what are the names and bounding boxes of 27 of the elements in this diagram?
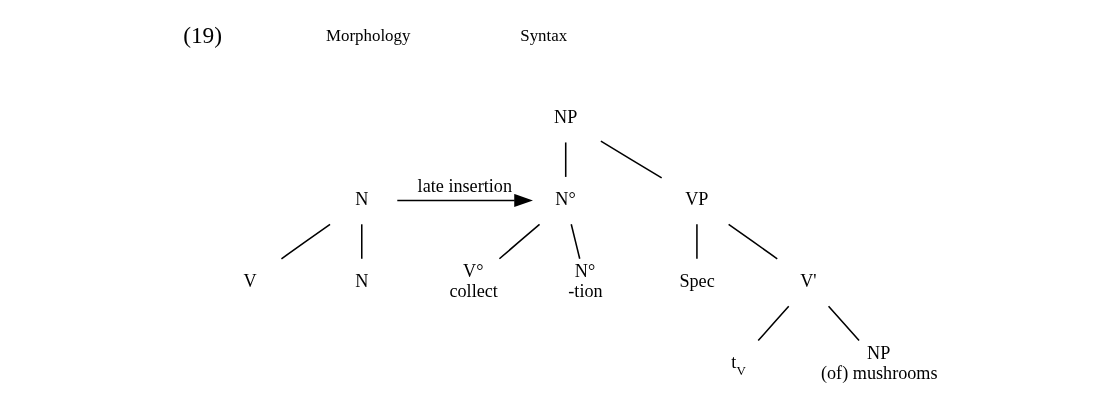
edge-label: late insertion <box>417 175 512 196</box>
connector <box>564 141 567 178</box>
connector <box>570 223 581 260</box>
label: Morphology <box>326 26 411 46</box>
node-text: VP <box>685 189 709 210</box>
label: (19) <box>183 21 223 48</box>
node-text: V° collect <box>449 261 498 301</box>
connector <box>757 305 790 342</box>
node-text: N° <box>555 189 576 210</box>
connector <box>600 140 663 179</box>
node-text: N <box>355 189 369 210</box>
connector <box>361 223 363 260</box>
connector <box>280 223 331 260</box>
connector <box>498 223 541 260</box>
node-text: V <box>243 271 257 292</box>
connector <box>827 305 860 342</box>
node-text: NP (of) mushrooms <box>820 343 938 383</box>
connector <box>727 223 778 260</box>
node-text: V' <box>800 271 817 292</box>
connector <box>696 223 698 260</box>
node-text: N <box>355 271 369 292</box>
arrow <box>396 193 533 208</box>
node-text: t$_{V}$ <box>731 351 746 379</box>
node-text: Spec <box>679 271 715 292</box>
label: Syntax <box>520 26 568 46</box>
node-text: N° -tion <box>568 261 603 301</box>
node-text: NP <box>554 107 578 128</box>
